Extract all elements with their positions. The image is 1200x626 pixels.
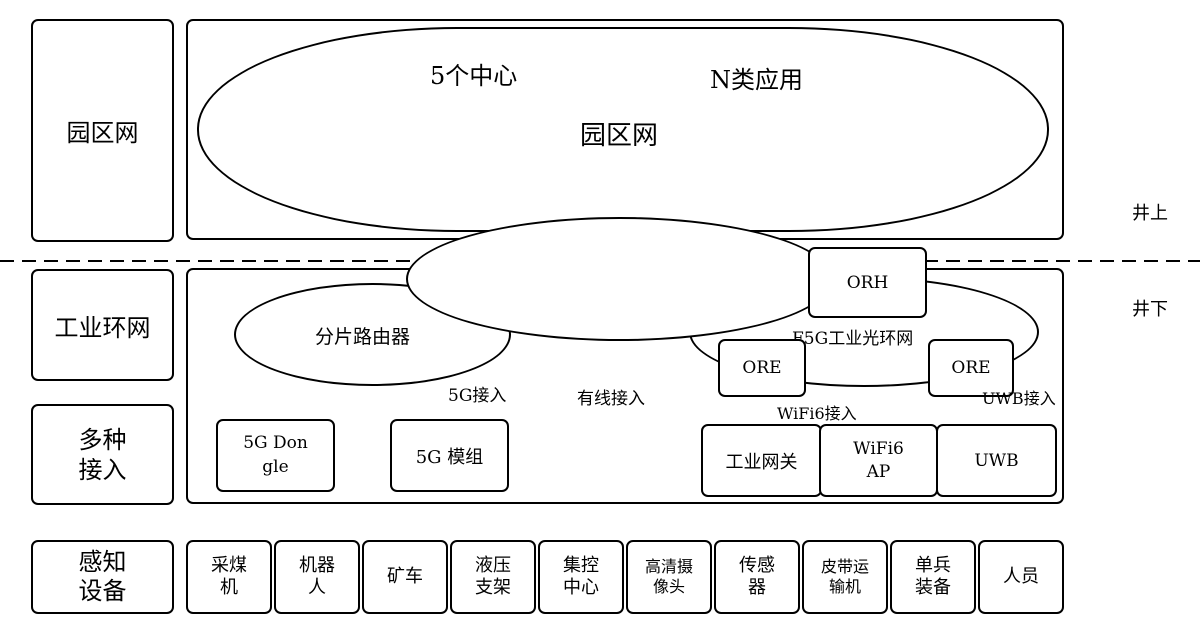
device-label: 液压 (475, 554, 511, 576)
device-belt-conveyor: 皮带运输机 (802, 540, 888, 614)
sensing-devices-label-line2: 设备 (78, 577, 127, 605)
device-label: 中心 (563, 577, 599, 598)
device-label: 单兵 (915, 554, 951, 576)
industrial-gateway-label: 工业网关 (725, 451, 798, 473)
industrial-ring-label: 工业环网 (54, 313, 151, 342)
5g-access-label: 5G接入 (448, 386, 507, 406)
slice-router-label: 分片路由器 (315, 326, 411, 348)
multi-access-label-box: 多种 接入 (31, 404, 174, 505)
device-individual-equipment: 单兵装备 (890, 540, 976, 614)
wifi6-ap-label-line2: AP (866, 461, 891, 482)
core-connector-ellipse (406, 217, 833, 341)
wifi6-ap-node: WiFi6 AP (819, 424, 938, 497)
5g-dongle-label-line1: 5G Don (243, 432, 308, 453)
device-robot: 机器人 (274, 540, 360, 614)
sensing-devices-label-box: 感知 设备 (31, 540, 174, 614)
campus-network-label: 园区网 (66, 119, 139, 147)
device-label: 输机 (828, 577, 861, 596)
device-label: 装备 (915, 577, 951, 598)
5g-module-node: 5G 模组 (390, 419, 509, 492)
ore-left-node: ORE (718, 339, 806, 397)
device-label: 传感 (739, 554, 775, 576)
industrial-gateway-node: 工业网关 (701, 424, 822, 497)
wired-access-label: 有线接入 (577, 384, 645, 409)
device-label: 人员 (1003, 565, 1039, 587)
f5g-ring-label: F5G工业光环网 (792, 329, 914, 349)
ore-left-label: ORE (742, 358, 782, 378)
wifi6-ap-label-line1: WiFi6 (853, 439, 904, 460)
5g-module-label: 5G 模组 (415, 446, 484, 468)
5g-dongle-label-line2: gle (262, 456, 289, 477)
campus-network-label-box: 园区网 (31, 19, 174, 242)
orh-label: ORH (846, 272, 889, 293)
ore-right-node: ORE (928, 339, 1014, 397)
industrial-ring-label-box: 工业环网 (31, 269, 174, 381)
uwb-label: UWB (974, 450, 1019, 471)
orh-node: ORH (808, 247, 927, 318)
device-hd-camera: 高清摄像头 (626, 540, 712, 614)
device-label: 皮带运 (820, 557, 869, 576)
device-label: 支架 (475, 577, 511, 598)
device-label: 矿车 (387, 565, 423, 587)
device-label: 机器 (299, 554, 335, 576)
apps-label: N类应用 (710, 66, 803, 94)
device-label: 器 (748, 577, 766, 598)
ore-right-label: ORE (951, 358, 991, 378)
device-label: 像头 (652, 577, 685, 596)
above-ground-label: 井上 (1132, 203, 1168, 224)
device-label: 采煤 (211, 554, 247, 576)
device-shearer: 采煤机 (186, 540, 272, 614)
device-label: 机 (220, 577, 238, 598)
multi-access-label-line1: 多种 (78, 425, 127, 454)
centers-label: 5个中心 (430, 62, 518, 90)
device-sensor: 传感器 (714, 540, 800, 614)
multi-access-label-line2: 接入 (78, 455, 127, 484)
device-personnel: 人员 (978, 540, 1064, 614)
device-label: 高清摄 (644, 557, 693, 576)
wifi6-access-label: WiFi6接入 (777, 404, 857, 423)
campus-network-center-label: 园区网 (580, 121, 659, 151)
device-hydraulic-support: 液压支架 (450, 540, 536, 614)
5g-dongle-node: 5G Don gle (216, 419, 335, 492)
sensing-devices-label-line1: 感知 (78, 548, 127, 577)
device-mine-car: 矿车 (362, 540, 448, 614)
device-label: 集控 (563, 554, 599, 576)
device-label: 人 (308, 577, 326, 598)
device-control-center: 集控中心 (538, 540, 624, 614)
uwb-access-label: UWB接入 (982, 389, 1056, 408)
below-ground-label: 井下 (1132, 299, 1168, 320)
uwb-node: UWB (936, 424, 1057, 497)
